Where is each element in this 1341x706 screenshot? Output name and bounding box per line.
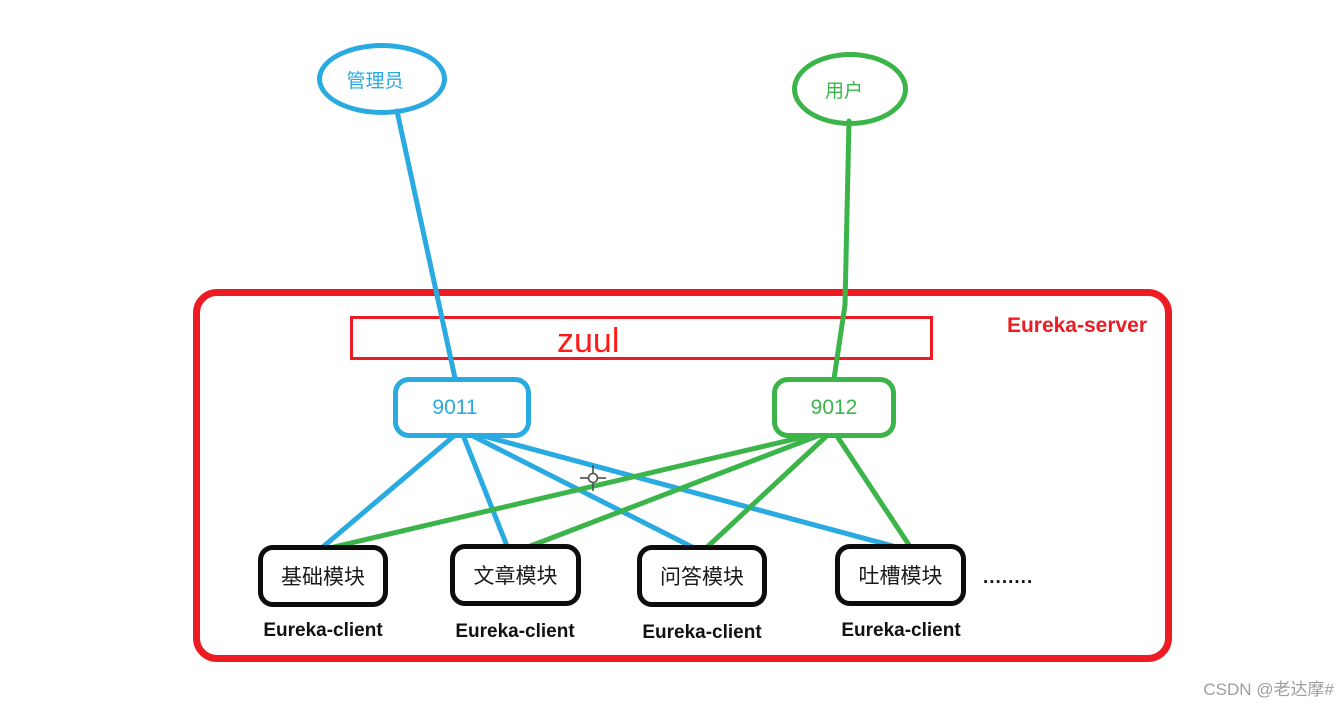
port-node-9011: 9011 [393, 377, 531, 438]
actor-user-ellipse: 用户 [792, 52, 908, 126]
eureka-client-caption-1: Eureka-client [263, 620, 383, 641]
zuul-gateway-box [350, 316, 933, 360]
eureka-client-caption-2: Eureka-client [455, 621, 575, 642]
module-node-qa: 问答模块 [637, 545, 767, 607]
eureka-server-label: Eureka-server [1006, 314, 1148, 337]
module-base-label: 基础模块 [281, 566, 365, 589]
zuul-gateway-label: zuul [557, 322, 620, 360]
module-node-base: 基础模块 [258, 545, 388, 607]
module-node-tucao: 吐槽模块 [835, 544, 966, 606]
port-9011-label: 9011 [432, 395, 478, 419]
actor-user-label: 用户 [824, 80, 863, 102]
more-modules-dots: ........ [983, 567, 1034, 588]
actor-admin-ellipse: 管理员 [317, 43, 447, 115]
module-qa-label: 问答模块 [660, 566, 744, 589]
csdn-watermark: CSDN @老达摩# [1203, 680, 1334, 699]
eureka-server-container [193, 289, 1172, 662]
module-node-article: 文章模块 [450, 544, 581, 606]
eureka-client-caption-3: Eureka-client [642, 622, 762, 643]
port-node-9012: 9012 [772, 377, 896, 438]
port-9012-label: 9012 [810, 395, 858, 419]
module-article-label: 文章模块 [473, 565, 558, 588]
actor-admin-label: 管理员 [346, 70, 404, 92]
module-tucao-label: 吐槽模块 [858, 565, 943, 588]
eureka-client-caption-4: Eureka-client [841, 620, 961, 641]
